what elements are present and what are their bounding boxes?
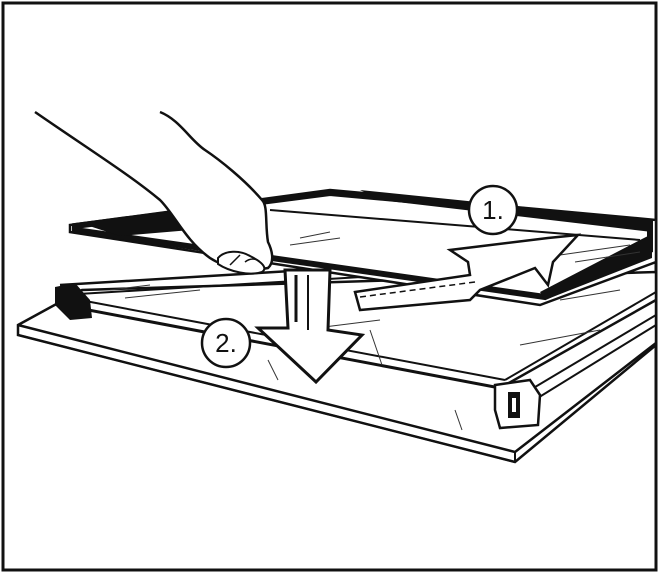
arrow-down-icon	[254, 268, 366, 385]
step-2-label: 2.	[215, 328, 237, 358]
step-1-marker: 1.	[467, 184, 519, 236]
arrow-right-icon	[353, 233, 582, 312]
step-1-label: 1.	[482, 195, 504, 225]
step-2-marker: 2.	[200, 317, 252, 369]
hand-icon	[34, 110, 274, 275]
